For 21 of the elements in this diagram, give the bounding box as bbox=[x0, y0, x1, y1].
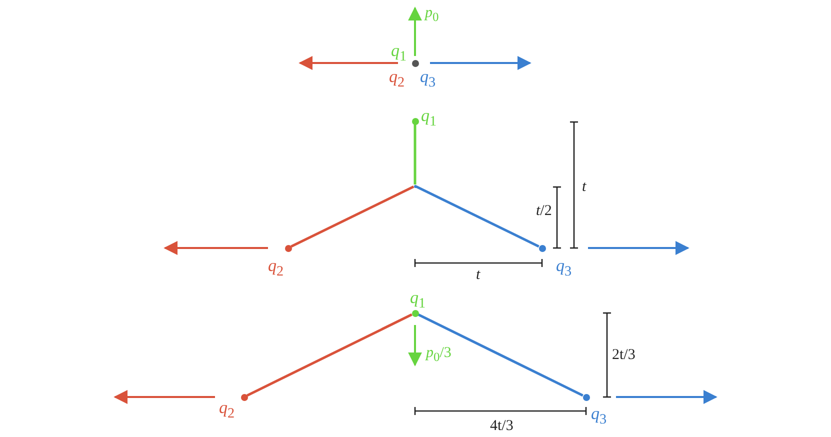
particle-label: q$_{1}$ bbox=[410, 289, 426, 311]
particle-label: q$_{3}$ bbox=[556, 257, 572, 279]
string-line bbox=[290, 186, 414, 248]
dimension-label: 2t/3 bbox=[612, 348, 636, 363]
particle-label: q$_{2}$ bbox=[219, 399, 235, 421]
particle-label: q$_{1}$ bbox=[421, 107, 437, 129]
momentum-label: p$_{0}$ bbox=[425, 6, 439, 24]
string-line bbox=[246, 313, 412, 397]
dimension-label: t bbox=[476, 268, 480, 283]
dimension-label: 4t/3 bbox=[490, 419, 514, 434]
particle-label: q$_{3}$ bbox=[591, 405, 607, 427]
string-line bbox=[416, 186, 540, 248]
string-line bbox=[414, 124, 416, 184]
particle-label: q$_{1}$ bbox=[391, 42, 407, 64]
particle-label: q$_{2}$ bbox=[268, 257, 284, 279]
particle-label: q$_{3}$ bbox=[420, 68, 436, 90]
particle-label: q$_{2}$ bbox=[389, 68, 405, 90]
dimension-label: t/2 bbox=[536, 204, 552, 219]
dimension-label: t bbox=[582, 180, 586, 195]
string-line bbox=[418, 313, 584, 397]
momentum-label: p$_{0}$/3 bbox=[426, 346, 452, 364]
